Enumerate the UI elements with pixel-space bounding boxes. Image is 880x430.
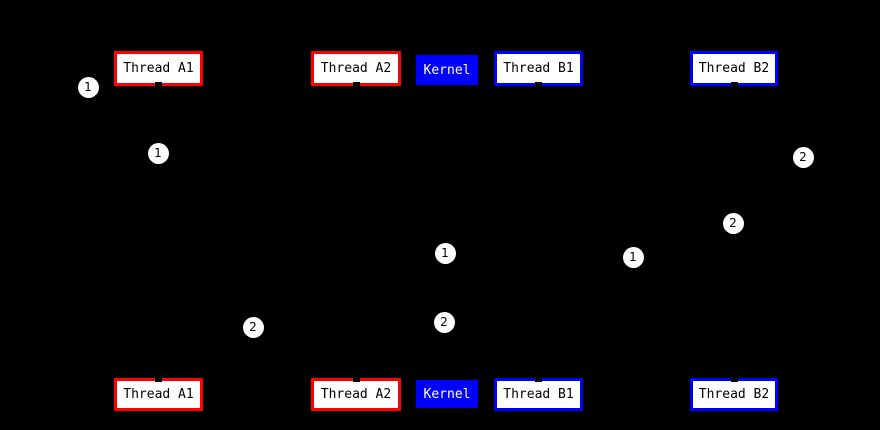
entity-box-top-thread-a2: Thread A2	[311, 51, 401, 86]
entity-box-bottom-thread-a1: Thread A1	[114, 378, 203, 411]
event-marker-number: 1	[441, 246, 449, 260]
event-marker-number: 2	[729, 216, 737, 230]
lifeline-stub-top-thread-a1	[155, 82, 162, 86]
entity-label: Thread A1	[123, 61, 194, 76]
event-marker-circle: 1	[622, 246, 644, 268]
entity-label: Kernel	[423, 62, 471, 78]
event-marker-circle: 2	[433, 311, 455, 333]
event-marker-circle: 2	[792, 146, 814, 168]
event-marker-circle: 1	[434, 242, 456, 264]
event-marker-number: 2	[799, 150, 807, 164]
event-marker-circle: 2	[242, 316, 264, 338]
entity-label: Thread B2	[698, 387, 770, 402]
event-marker-circle: 2	[722, 212, 744, 234]
entity-box-bottom-kernel: Kernel	[416, 380, 478, 408]
lifeline-stub-bottom-thread-a2	[352, 378, 360, 382]
event-marker-number: 1	[84, 80, 92, 94]
entity-label: Thread A2	[320, 61, 392, 76]
entity-box-top-thread-b1: Thread B1	[494, 51, 583, 86]
entity-label: Thread B2	[698, 61, 770, 76]
event-marker-number: 2	[249, 320, 257, 334]
lifeline-stub-top-thread-a2	[352, 82, 360, 86]
lifeline-stub-top-thread-b1	[535, 82, 542, 86]
lifeline-stub-top-thread-b2	[730, 82, 738, 86]
event-marker-number: 1	[154, 146, 162, 160]
entity-box-top-thread-b2: Thread B2	[690, 51, 778, 86]
lifeline-stub-bottom-thread-b1	[535, 378, 542, 382]
entity-label: Thread B1	[503, 387, 574, 402]
entity-label: Thread A2	[320, 387, 392, 402]
entity-box-top-thread-a1: Thread A1	[114, 51, 203, 86]
entity-label: Thread B1	[503, 61, 574, 76]
event-marker-circle: 1	[147, 142, 169, 164]
event-marker-circle: 1	[77, 76, 99, 98]
event-marker-number: 2	[440, 315, 448, 329]
lifeline-stub-bottom-thread-a1	[155, 378, 162, 382]
lifeline-stub-bottom-thread-b2	[730, 378, 738, 382]
entity-box-top-kernel: Kernel	[416, 55, 478, 85]
entity-box-bottom-thread-b2: Thread B2	[690, 378, 778, 411]
entity-label: Thread A1	[123, 387, 194, 402]
entity-label: Kernel	[423, 386, 471, 402]
entity-box-bottom-thread-b1: Thread B1	[494, 378, 583, 411]
entity-box-bottom-thread-a2: Thread A2	[311, 378, 401, 411]
event-marker-number: 1	[629, 250, 637, 264]
